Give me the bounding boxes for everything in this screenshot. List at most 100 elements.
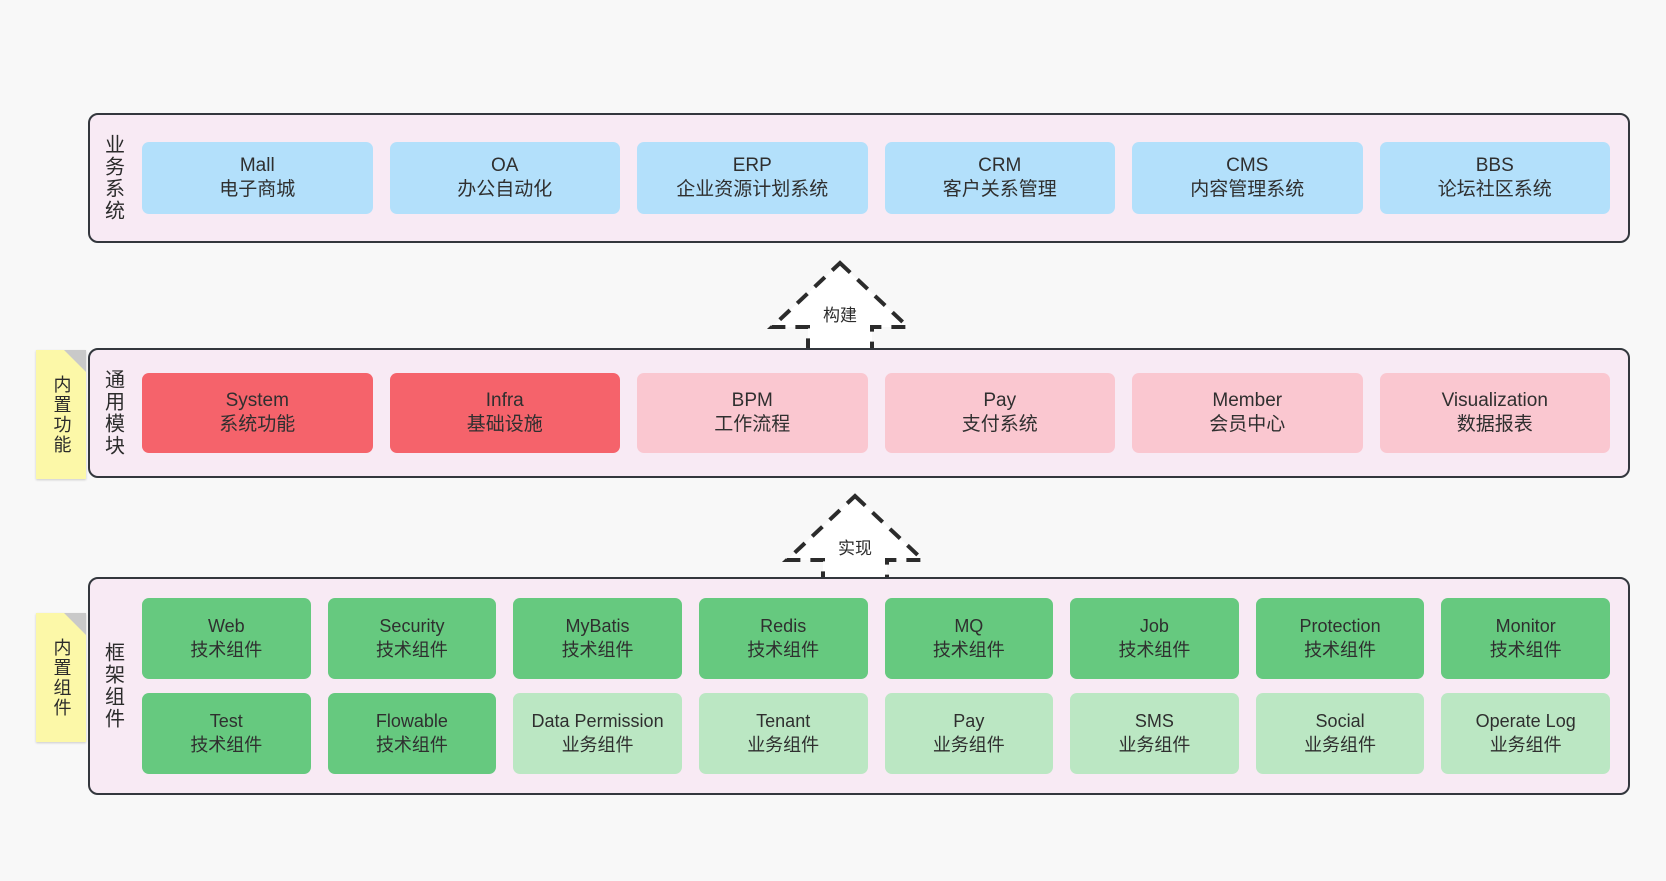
note-builtin-features: 内置功能 bbox=[36, 350, 86, 479]
framework-tech-row: Web 技术组件 Security 技术组件 MyBatis 技术组件 Redi… bbox=[142, 598, 1610, 679]
card-member-subtitle: 会员中心 bbox=[1209, 414, 1286, 435]
card-monitor[interactable]: Monitor 技术组件 bbox=[1441, 598, 1610, 679]
card-operate-log-title: Operate Log bbox=[1475, 711, 1576, 732]
card-pay-module-subtitle: 支付系统 bbox=[961, 414, 1038, 435]
card-mall[interactable]: Mall 电子商城 bbox=[142, 142, 373, 214]
card-sms-title: SMS bbox=[1134, 711, 1174, 732]
note-fold-icon bbox=[64, 350, 86, 372]
note-builtin-components: 内置组件 bbox=[36, 613, 86, 742]
card-security[interactable]: Security 技术组件 bbox=[327, 598, 497, 679]
card-visualization-title: Visualization bbox=[1441, 389, 1548, 411]
card-infra-title: Infra bbox=[485, 389, 524, 411]
card-system-title: System bbox=[225, 389, 289, 411]
card-social-subtitle: 业务组件 bbox=[1304, 734, 1377, 755]
card-social[interactable]: Social 业务组件 bbox=[1255, 693, 1425, 774]
card-erp-subtitle: 企业资源计划系统 bbox=[676, 179, 829, 200]
card-bpm-subtitle: 工作流程 bbox=[714, 414, 791, 435]
layer-business-systems-body: Mall 电子商城 OA 办公自动化 ERP 企业资源计划系统 CRM 客户关系… bbox=[134, 115, 1628, 241]
card-bpm[interactable]: BPM 工作流程 bbox=[637, 373, 868, 453]
card-security-subtitle: 技术组件 bbox=[375, 639, 448, 660]
card-flowable-subtitle: 技术组件 bbox=[375, 734, 448, 755]
card-bbs-subtitle: 论坛社区系统 bbox=[1437, 179, 1552, 200]
arrow-implement-label: 实现 bbox=[838, 539, 872, 558]
card-cms-subtitle: 内容管理系统 bbox=[1190, 179, 1305, 200]
card-visualization[interactable]: Visualization 数据报表 bbox=[1379, 373, 1610, 453]
card-job[interactable]: Job 技术组件 bbox=[1070, 598, 1239, 679]
note-builtin-components-label: 内置组件 bbox=[51, 637, 72, 718]
card-cms[interactable]: CMS 内容管理系统 bbox=[1132, 142, 1363, 214]
card-bpm-title: BPM bbox=[731, 389, 773, 411]
card-web-title: Web bbox=[207, 616, 245, 637]
card-bbs[interactable]: BBS 论坛社区系统 bbox=[1379, 142, 1610, 214]
card-mq[interactable]: MQ 技术组件 bbox=[884, 598, 1054, 679]
card-sms-subtitle: 业务组件 bbox=[1118, 734, 1191, 755]
card-test-title: Test bbox=[209, 711, 243, 732]
card-erp[interactable]: ERP 企业资源计划系统 bbox=[637, 142, 868, 214]
note-fold-icon bbox=[64, 613, 86, 635]
card-oa[interactable]: OA 办公自动化 bbox=[389, 142, 620, 214]
card-mybatis[interactable]: MyBatis 技术组件 bbox=[513, 598, 682, 679]
card-crm[interactable]: CRM 客户关系管理 bbox=[884, 142, 1115, 214]
arrow-build-label: 构建 bbox=[823, 306, 857, 325]
layer-business-systems: 业务系统 Mall 电子商城 OA 办公自动化 ERP 企业资源计划系统 CRM… bbox=[88, 113, 1630, 243]
layer-business-systems-title: 业务系统 bbox=[101, 134, 124, 222]
card-redis-title: Redis bbox=[760, 616, 807, 637]
card-redis-subtitle: 技术组件 bbox=[747, 639, 820, 660]
card-protection-title: Protection bbox=[1299, 616, 1381, 637]
card-system-subtitle: 系统功能 bbox=[219, 414, 296, 435]
card-tenant[interactable]: Tenant 业务组件 bbox=[698, 693, 868, 774]
card-member[interactable]: Member 会员中心 bbox=[1132, 373, 1363, 453]
card-monitor-subtitle: 技术组件 bbox=[1489, 639, 1562, 660]
card-test-subtitle: 技术组件 bbox=[190, 734, 263, 755]
card-crm-subtitle: 客户关系管理 bbox=[942, 179, 1057, 200]
card-test[interactable]: Test 技术组件 bbox=[142, 693, 311, 774]
card-data-permission-title: Data Permission bbox=[531, 711, 664, 732]
card-job-title: Job bbox=[1139, 616, 1169, 637]
card-member-title: Member bbox=[1212, 389, 1283, 411]
card-pay-component[interactable]: Pay 业务组件 bbox=[884, 693, 1054, 774]
card-oa-subtitle: 办公自动化 bbox=[457, 179, 553, 200]
card-data-permission[interactable]: Data Permission 业务组件 bbox=[513, 693, 682, 774]
card-pay-component-subtitle: 业务组件 bbox=[932, 734, 1005, 755]
card-sms[interactable]: SMS 业务组件 bbox=[1070, 693, 1239, 774]
card-mybatis-subtitle: 技术组件 bbox=[561, 639, 634, 660]
card-flowable[interactable]: Flowable 技术组件 bbox=[327, 693, 497, 774]
layer-common-modules-body: System 系统功能 Infra 基础设施 BPM 工作流程 Pay 支付系统… bbox=[134, 350, 1628, 476]
business-systems-row: Mall 电子商城 OA 办公自动化 ERP 企业资源计划系统 CRM 客户关系… bbox=[142, 142, 1610, 214]
arrow-implement: 实现 bbox=[775, 488, 935, 588]
note-builtin-features-label: 内置功能 bbox=[51, 374, 72, 455]
common-modules-row: System 系统功能 Infra 基础设施 BPM 工作流程 Pay 支付系统… bbox=[142, 373, 1610, 453]
card-oa-title: OA bbox=[491, 154, 519, 176]
layer-common-modules: 通用模块 System 系统功能 Infra 基础设施 BPM 工作流程 Pay… bbox=[88, 348, 1630, 478]
card-crm-title: CRM bbox=[978, 154, 1022, 176]
card-erp-title: ERP bbox=[732, 154, 772, 176]
card-web[interactable]: Web 技术组件 bbox=[142, 598, 311, 679]
card-mall-subtitle: 电子商城 bbox=[219, 179, 296, 200]
card-mall-title: Mall bbox=[239, 154, 275, 176]
card-data-permission-subtitle: 业务组件 bbox=[561, 734, 634, 755]
card-protection[interactable]: Protection 技术组件 bbox=[1255, 598, 1425, 679]
card-tenant-title: Tenant bbox=[756, 711, 811, 732]
card-mq-title: MQ bbox=[954, 616, 984, 637]
card-pay-module[interactable]: Pay 支付系统 bbox=[884, 373, 1115, 453]
card-mybatis-title: MyBatis bbox=[565, 616, 630, 637]
card-operate-log-subtitle: 业务组件 bbox=[1489, 734, 1562, 755]
arrow-build: 构建 bbox=[760, 255, 920, 355]
card-mq-subtitle: 技术组件 bbox=[932, 639, 1005, 660]
card-job-subtitle: 技术组件 bbox=[1118, 639, 1191, 660]
layer-framework-components-body: Web 技术组件 Security 技术组件 MyBatis 技术组件 Redi… bbox=[134, 579, 1628, 793]
card-infra[interactable]: Infra 基础设施 bbox=[389, 373, 620, 453]
card-system[interactable]: System 系统功能 bbox=[142, 373, 373, 453]
card-visualization-subtitle: 数据报表 bbox=[1456, 414, 1533, 435]
layer-framework-components: 框架组件 Web 技术组件 Security 技术组件 MyBatis 技术组件… bbox=[88, 577, 1630, 795]
card-protection-subtitle: 技术组件 bbox=[1304, 639, 1377, 660]
card-cms-title: CMS bbox=[1226, 154, 1269, 176]
card-redis[interactable]: Redis 技术组件 bbox=[698, 598, 868, 679]
card-tenant-subtitle: 业务组件 bbox=[747, 734, 820, 755]
card-monitor-title: Monitor bbox=[1495, 616, 1556, 637]
card-pay-module-title: Pay bbox=[983, 389, 1017, 411]
card-social-title: Social bbox=[1315, 711, 1365, 732]
card-pay-component-title: Pay bbox=[953, 711, 985, 732]
card-operate-log[interactable]: Operate Log 业务组件 bbox=[1441, 693, 1610, 774]
card-flowable-title: Flowable bbox=[375, 711, 448, 732]
